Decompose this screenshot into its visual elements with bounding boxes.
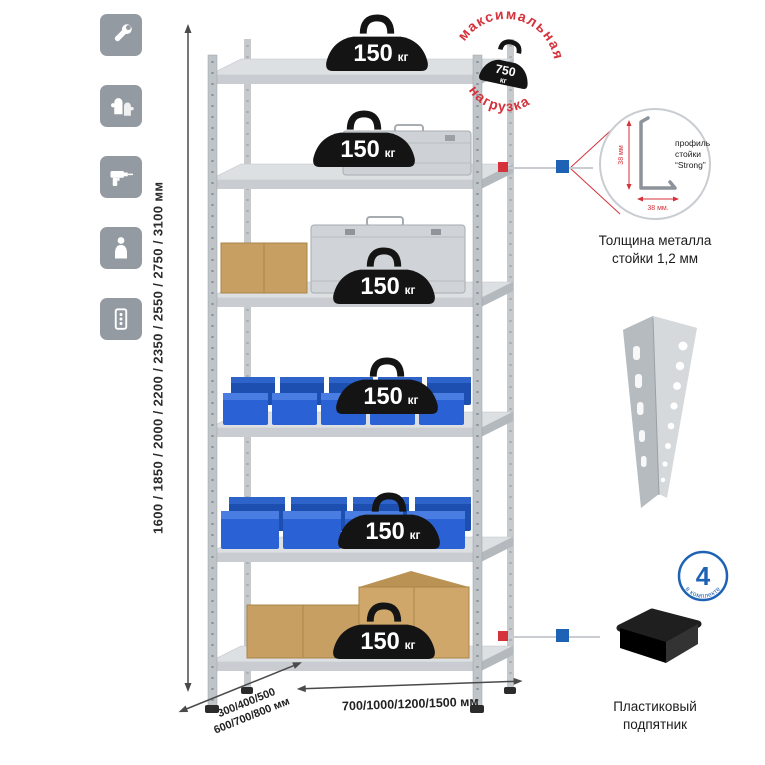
load-unit: кг [408, 394, 419, 407]
height-dimension-line [184, 24, 192, 692]
plastic-foot-illustration: 4 в комплекте [616, 550, 729, 663]
load-unit: кг [410, 529, 421, 542]
load-unit: кг [385, 147, 396, 160]
shelf-load-badge: 150 кг [328, 355, 446, 423]
profile-dim-vertical: 38 мм [618, 145, 625, 165]
load-value: 150 [365, 518, 404, 544]
quantity-badge: 4 в комплекте [677, 550, 729, 602]
cardboard-box [246, 604, 360, 659]
feature-icon-tile [100, 298, 142, 340]
callout-line [505, 167, 593, 169]
feature-icon-tile [100, 14, 142, 56]
profile-label-3: “Strong” [675, 160, 706, 170]
load-value: 150 [340, 136, 379, 162]
shelf-load-badge: 150 кг [325, 600, 443, 668]
callout-marker-red [498, 631, 508, 641]
badge-number: 4 [696, 561, 711, 591]
max-load-stamp: максимальная нагрузка 750 кг [453, 2, 572, 121]
foot-caption: Пластиковый подпятник [613, 699, 697, 732]
profile-caption: Толщина металла стойки 1,2 мм [598, 233, 712, 266]
feature-icon-tile [100, 156, 142, 198]
wrench-icon [114, 24, 132, 42]
person-icon [115, 237, 127, 259]
profile-dim-horizontal: 38 мм. [647, 205, 668, 212]
load-value: 150 [360, 273, 399, 299]
svg-text:максимальная: максимальная [453, 2, 572, 65]
stamp-arc-top: максимальная [453, 2, 572, 65]
load-value: 150 [360, 628, 399, 654]
callout-marker-blue [556, 160, 569, 173]
load-unit: кг [405, 639, 416, 652]
feature-icon-tile [100, 85, 142, 127]
gloves-icon [111, 98, 134, 116]
stamp-load-unit: кг [499, 75, 508, 85]
profile-label-2: стойки [675, 149, 701, 159]
stamp-load-value: 750 [494, 62, 517, 80]
load-value: 150 [353, 40, 392, 66]
feature-icon-tile [100, 227, 142, 269]
upright-profile-icon [114, 308, 128, 330]
height-dimension-label: 1600 / 1850 / 2000 / 2200 / 2350 / 2550 … [150, 181, 166, 534]
cardboard-box [220, 242, 308, 294]
load-value: 150 [363, 383, 402, 409]
load-unit: кг [398, 51, 409, 64]
width-dimension: 700/1000/1200/1500 мм [294, 674, 525, 715]
perforated-upright-illustration [623, 316, 697, 508]
shelf-load-badge: 150 кг [330, 490, 448, 558]
profile-label-1: профиль [675, 138, 711, 148]
drill-icon [110, 171, 133, 186]
shelf-load-badge: 150 кг [305, 108, 423, 176]
shelf-load-badge: 150 кг [325, 245, 443, 313]
post-profile-detail: 38 мм 38 мм. профиль стойки “Strong” [599, 108, 711, 220]
shelf-load-badge: 150 кг [318, 12, 436, 80]
callout-marker-red [498, 162, 508, 172]
load-unit: кг [405, 284, 416, 297]
callout-line [505, 636, 600, 638]
depth-dimension: 300/400/500 600/700/800 мм [175, 655, 317, 748]
callout-marker-blue [556, 629, 569, 642]
